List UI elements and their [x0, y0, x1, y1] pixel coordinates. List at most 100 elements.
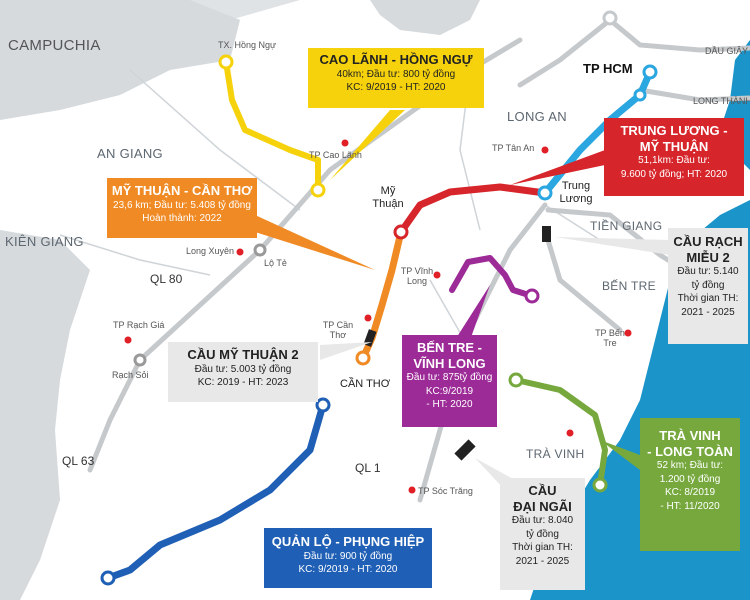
- label-long-xuyen: Long Xuyên: [186, 246, 235, 256]
- label-tien-giang: TIỀN GIANG: [590, 219, 663, 233]
- callout-title: MỸ THUẬN: [639, 138, 709, 154]
- node-long-toan: [592, 477, 608, 493]
- label-tra-vinh: TRÀ VINH: [526, 447, 585, 461]
- dot-soc-trang: [408, 486, 416, 494]
- node-vinh-long: [524, 288, 540, 304]
- dot-long-xuyen: [236, 248, 244, 256]
- callout-title: MIỄU 2: [686, 249, 730, 265]
- callout-line: 1.200 tỷ đồng: [659, 473, 721, 485]
- callout-title: - LONG TOÀN: [647, 443, 733, 459]
- node-hong-ngu: [218, 54, 234, 70]
- node-tra-vinh: [508, 372, 524, 388]
- label-kien-giang: KIÊN GIANG: [5, 234, 84, 249]
- label-tp-vinh-long: TP Vĩnh Long: [400, 266, 434, 287]
- cambodia-area-2: [370, 0, 480, 35]
- line-cao-lanh-hong-ngu: [223, 59, 321, 193]
- dot-tan-an: [541, 146, 549, 154]
- callout-line: Hoàn thành: 2022: [142, 213, 222, 225]
- callout-tra-vinh-long-toan: TRÀ VINH - LONG TOÀN 52 km; Đầu tư: 1.20…: [640, 418, 740, 551]
- label-ql80: QL 80: [150, 272, 183, 286]
- label-tp-can-tho: TP Cần Thơ: [322, 320, 354, 341]
- label-ql1: QL 1: [355, 461, 381, 475]
- bridge-rach-mieu-2: [542, 226, 551, 242]
- label-long-an: LONG AN: [507, 109, 567, 124]
- callout-line: KC: 9/2019 - HT: 2020: [346, 82, 446, 94]
- line-ben-tre-vinh-long: [449, 255, 535, 299]
- node-rach-soi: [133, 353, 147, 367]
- dot-tra-vinh: [566, 429, 574, 437]
- callout-line: KC: 8/2019: [664, 487, 716, 499]
- dot-vinh-long: [433, 271, 441, 279]
- label-tp-tan-an: TP Tân An: [492, 143, 535, 153]
- callout-line: tỷ đồng: [526, 528, 559, 540]
- callout-line: 9.600 tỷ đồng; HT: 2020: [620, 168, 728, 180]
- label-tp-cao-lanh: TP Cao Lãnh: [309, 150, 362, 160]
- node-hcm-1: [642, 64, 658, 80]
- callout-title: TRÀ VINH: [659, 428, 721, 443]
- label-lo-te: Lộ Tẻ: [264, 258, 287, 268]
- callout-title: CẦU RẠCH: [673, 234, 743, 249]
- node-my-thuan: [393, 224, 409, 240]
- callout-line: - HT: 2020: [426, 399, 473, 411]
- callout-title: TRUNG LƯƠNG -: [620, 123, 728, 138]
- callout-title: VĨNH LONG: [413, 355, 486, 371]
- callout-cau-dai-ngai: CẦU ĐẠI NGÃI Đầu tư: 8.040 tỷ đồng Thời …: [500, 478, 585, 590]
- node-hcm-2: [633, 88, 647, 102]
- cambodia-area: [0, 0, 240, 120]
- label-dau-giay: DẦU GIÂY: [705, 46, 749, 56]
- node-hcm-top: [602, 10, 618, 26]
- node-phung-hiep: [100, 570, 116, 586]
- label-trung-luong: Trung Lương: [559, 180, 593, 205]
- dot-cao-lanh: [341, 139, 349, 147]
- callout-line: Thời gian TH:: [677, 293, 739, 305]
- callout-title: BẾN TRE -: [417, 340, 482, 355]
- label-ben-tre: BẾN TRE: [602, 279, 656, 293]
- callout-line: KC: 2019 - HT: 2023: [197, 377, 289, 389]
- callout-title: ĐẠI NGÃI: [513, 498, 572, 514]
- label-can-tho: CẦN THƠ: [340, 378, 391, 390]
- callout-line: Đầu tư: 8.040: [511, 515, 574, 527]
- pointer-cao-lanh: [330, 110, 405, 180]
- pointer-trung-luong: [510, 150, 605, 185]
- label-an-giang: AN GIANG: [97, 146, 163, 161]
- callout-title: CẦU: [528, 483, 557, 498]
- callout-line: 51,1km: Đầu tư:: [638, 155, 710, 167]
- dot-ben-tre: [624, 329, 632, 337]
- callout-my-thuan-can-tho: MỸ THUẬN - CẦN THƠ 23,6 km; Đầu tư: 5.40…: [107, 178, 257, 238]
- callout-line: KC: 9/2019 - HT: 2020: [298, 564, 398, 576]
- pointer-tra-vinh: [600, 440, 640, 470]
- callout-line: 40km; Đầu tư: 800 tỷ đồng: [336, 68, 456, 80]
- road-long-thanh: [637, 87, 750, 103]
- pointer-rach-mieu: [555, 237, 670, 255]
- callout-title: MỸ THUẬN - CẦN THƠ: [111, 183, 253, 198]
- callout-line: KC:9/2019: [425, 385, 474, 397]
- bridge-dai-ngai: [454, 439, 476, 461]
- pointer-my-thuan-2: [320, 342, 372, 360]
- callout-line: Đầu tư: 5.003 tỷ đồng: [194, 363, 292, 375]
- callout-title: QUẢN LỘ - PHỤNG HIỆP: [271, 534, 425, 549]
- label-tp-rach-gia: TP Rạch Giá: [113, 320, 165, 330]
- road-ql63: [87, 357, 143, 473]
- callout-quan-lo-phung-hiep: QUẢN LỘ - PHỤNG HIỆP Đầu tư: 900 tỷ đồng…: [264, 528, 432, 588]
- node-lo-te: [253, 243, 267, 257]
- line-quan-lo-phung-hiep: [104, 401, 327, 582]
- road-hcm-north: [517, 17, 613, 88]
- gulf-water: [0, 230, 90, 600]
- road-rach-soi-my-thuan: [137, 37, 523, 363]
- node-cao-lanh: [310, 182, 326, 198]
- dot-rach-gia: [124, 336, 132, 344]
- callout-title: CẦU MỸ THUẬN 2: [187, 347, 299, 362]
- label-tp-soc-trang: TP Sóc Trăng: [418, 486, 473, 496]
- callout-line: - HT: 11/2020: [660, 500, 720, 512]
- callout-line: tỷ đồng: [691, 279, 725, 291]
- callout-line: 23,6 km; Đầu tư: 5.408 tỷ đồng: [113, 199, 251, 211]
- callout-cau-rach-mieu-2: CẦU RẠCH MIỄU 2 Đầu tư: 5.140 tỷ đồng Th…: [668, 228, 748, 344]
- label-campuchia: CAMPUCHIA: [8, 37, 101, 54]
- pointer-my-thuan-can-tho: [255, 215, 375, 270]
- label-tp-ben-tre: TP Bến Tre: [595, 328, 625, 349]
- label-rach-soi: Rạch Sỏi: [112, 370, 149, 380]
- callout-trung-luong-my-thuan: TRUNG LƯƠNG - MỸ THUẬN 51,1km: Đầu tư: 9…: [604, 118, 744, 196]
- road-hcm-dau-giay: [607, 17, 750, 53]
